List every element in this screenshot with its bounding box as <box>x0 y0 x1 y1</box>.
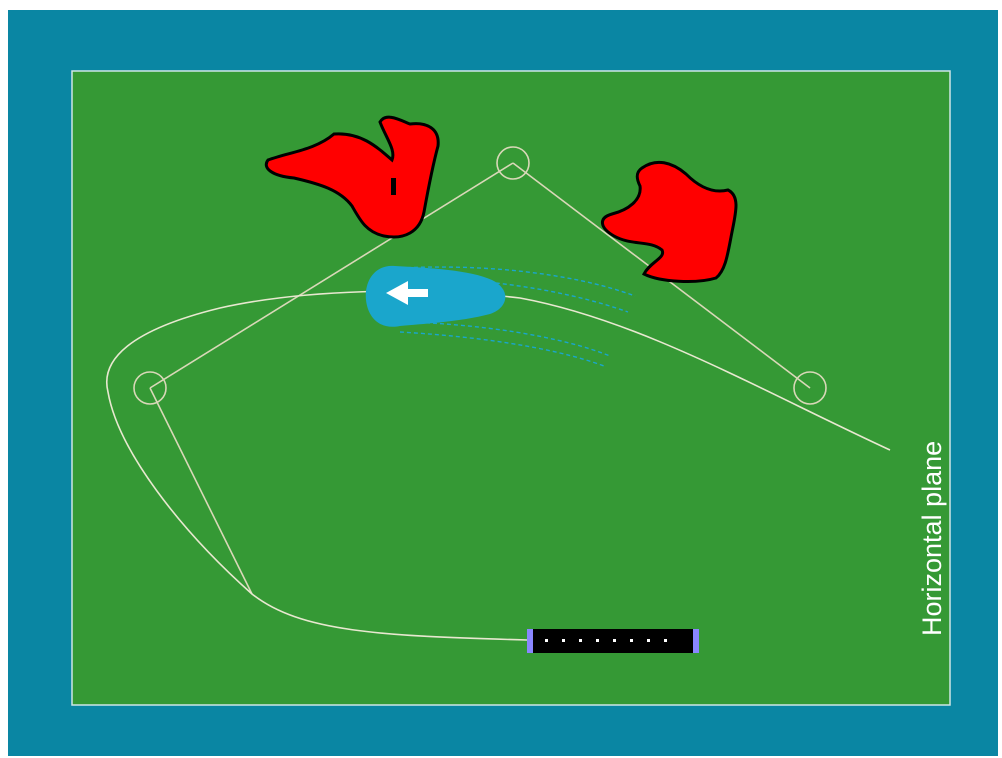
horizontal-plane-field <box>72 71 950 705</box>
runway-end-left <box>527 629 533 653</box>
runway-end-right <box>693 629 699 653</box>
plane-label: Horizontal plane <box>917 441 947 636</box>
runway <box>527 629 699 653</box>
obstacle-left-marker <box>391 178 396 195</box>
